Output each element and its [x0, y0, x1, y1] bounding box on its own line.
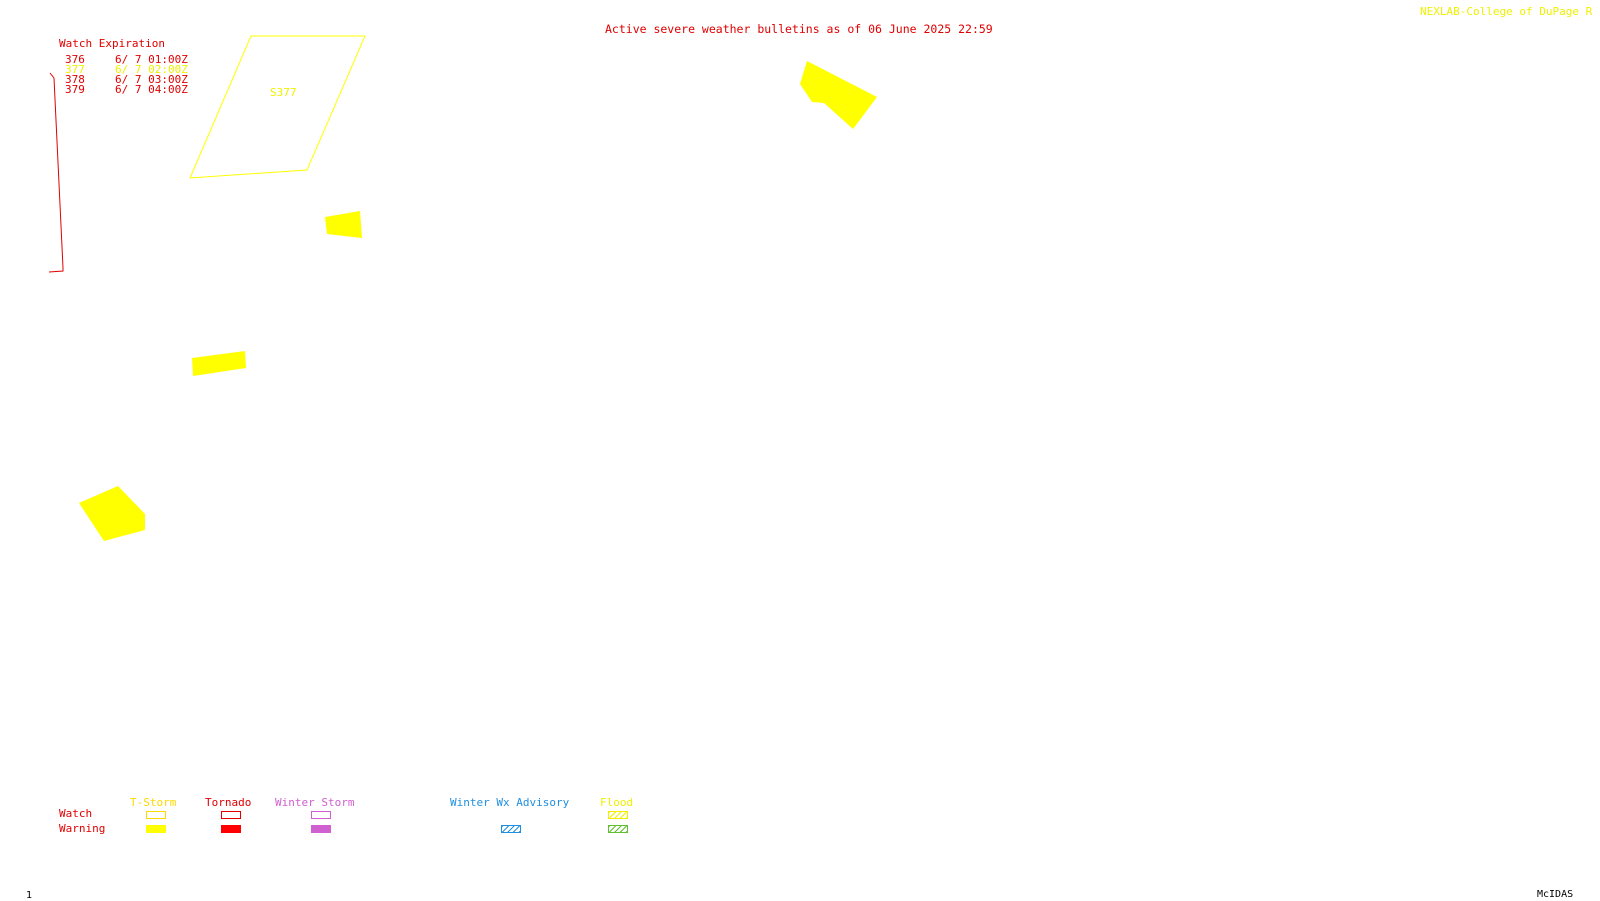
legend-tstorm-watch-swatch	[146, 811, 166, 819]
watch-expiration-time: 6/ 7 01:00Z	[115, 53, 188, 66]
tstorm-warning-polygon	[79, 486, 145, 541]
tstorm-warning-polygon	[800, 61, 877, 129]
legend-row-warning-label: Warning	[59, 822, 106, 835]
tstorm-warning-polygon	[325, 211, 362, 238]
tornado-watch-outline	[48, 72, 64, 273]
watch-table-heading: Watch Expiration	[59, 37, 165, 50]
legend-winter-advisory-swatch	[501, 825, 521, 833]
legend-flood-watch-swatch	[608, 811, 628, 819]
watch-id: 379	[65, 83, 85, 96]
tstorm-warning-polygon	[192, 351, 246, 376]
legend-row-watch-label: Watch	[59, 807, 93, 820]
legend-winter-storm-watch-swatch	[311, 811, 331, 819]
watch-expiration-time: 6/ 7 03:00Z	[115, 73, 188, 86]
legend-flood-warning-swatch	[608, 825, 628, 833]
legend-winter-storm-warning-swatch	[311, 825, 331, 833]
legend-winter-storm-label: Winter Storm	[275, 796, 355, 809]
page-title: Active severe weather bulletins as of 06…	[605, 22, 993, 36]
legend-tornado-label: Tornado	[205, 796, 252, 809]
frame-number: 1	[26, 890, 33, 901]
watch-id: 376	[65, 53, 85, 66]
watch-id: 378	[65, 73, 85, 86]
legend-flood-label: Flood	[600, 796, 634, 809]
legend-tstorm-warning-swatch	[146, 825, 166, 833]
tstorm-watch-377-outline	[189, 35, 366, 179]
legend-tornado-watch-swatch	[221, 811, 241, 819]
legend-tstorm-label: T-Storm	[130, 796, 177, 809]
watch-expiration-time: 6/ 7 04:00Z	[115, 83, 188, 96]
watch-id: 377	[65, 63, 85, 76]
watch-expiration-time: 6/ 7 02:00Z	[115, 63, 188, 76]
legend-winter-advisory-label: Winter Wx Advisory	[450, 796, 570, 809]
software-credit: McIDAS	[1537, 889, 1574, 900]
source-credit: NEXLAB-College of DuPage R	[1420, 5, 1593, 18]
legend-tornado-warning-swatch	[221, 825, 241, 833]
watch-box-label: S377	[270, 86, 297, 99]
